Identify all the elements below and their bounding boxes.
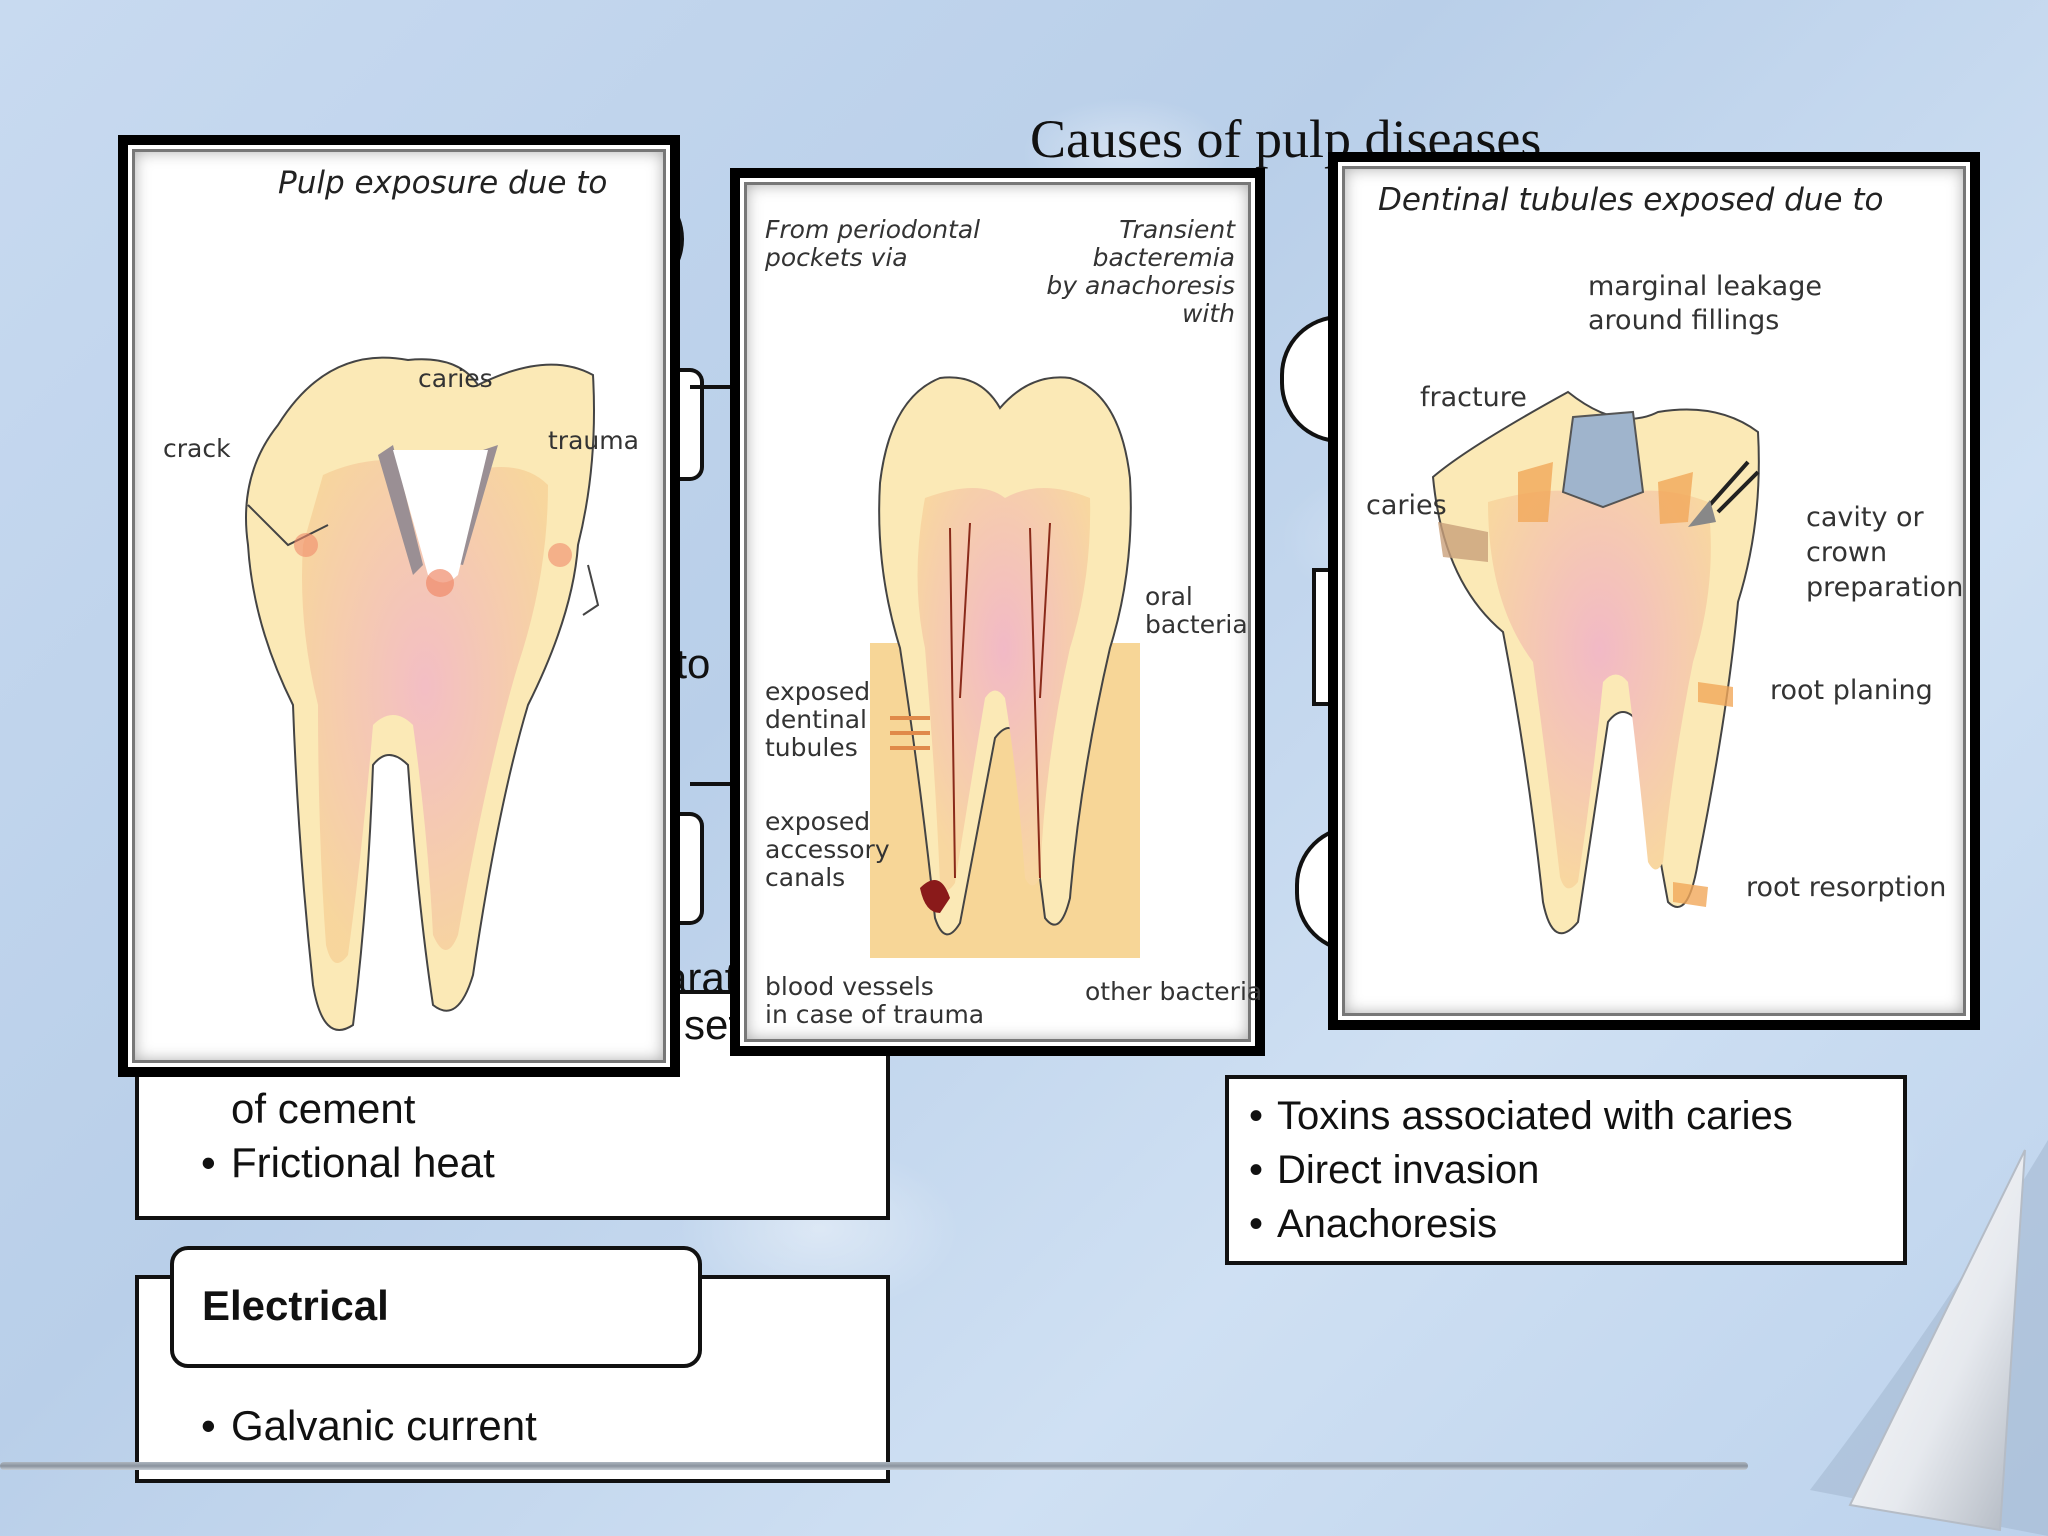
figure-pulp-exposure: Pulp exposure due to caries crack trauma xyxy=(118,135,680,1077)
label-caries: caries xyxy=(418,364,493,393)
label-fracture: fracture xyxy=(1420,382,1527,413)
decorative-rule xyxy=(0,1462,1748,1470)
label-crack: crack xyxy=(163,434,231,463)
tooth-illustration xyxy=(1431,390,1760,935)
label-other-bacteria: other bacteria xyxy=(1085,977,1263,1006)
page-curl-decoration xyxy=(1810,1140,2048,1536)
list-item: Galvanic current xyxy=(195,1399,537,1453)
label-root-resorption: root resorption xyxy=(1746,872,1947,903)
tooth-illustration xyxy=(245,356,600,1031)
connector-line xyxy=(690,385,750,389)
tooth-illustration xyxy=(870,376,1140,958)
label-root-planing: root planing xyxy=(1770,675,1933,706)
label-trauma: trauma xyxy=(548,426,639,455)
list-item: Anachoresis xyxy=(1247,1197,1793,1251)
connector-line xyxy=(690,782,750,786)
bacterial-list: Toxins associated with caries Direct inv… xyxy=(1247,1089,1793,1251)
figure-header: Pulp exposure due to xyxy=(278,165,608,201)
electrical-list: Galvanic current xyxy=(195,1399,537,1453)
electrical-heading-tab: Electrical xyxy=(170,1246,702,1368)
figure-header: Dentinal tubules exposed due to xyxy=(1378,182,1884,218)
electrical-heading: Electrical xyxy=(202,1282,389,1329)
list-item: Direct invasion xyxy=(1247,1143,1793,1197)
label-caries: caries xyxy=(1366,490,1447,521)
bacterial-causes-box: Toxins associated with caries Direct inv… xyxy=(1225,1075,1907,1265)
list-item: Frictional heat xyxy=(195,1136,495,1190)
list-item: Toxins associated with caries xyxy=(1247,1089,1793,1143)
thermal-list: of cement Frictional heat xyxy=(195,1082,495,1190)
list-item: of cement xyxy=(195,1082,495,1136)
figure-dentinal-tubules: Dentinal tubules exposed due to marginal… xyxy=(1328,152,1980,1030)
